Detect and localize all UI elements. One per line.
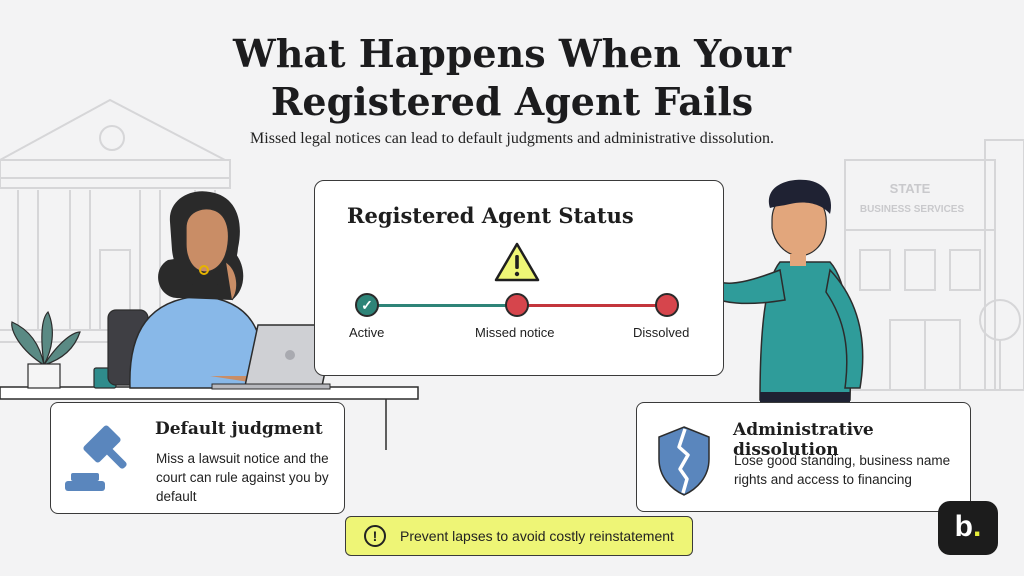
broken-shield-icon [658,426,710,496]
default-judgment-body: Miss a lawsuit notice and the court can … [156,451,329,504]
administrative-dissolution-body: Lose good standing, business name rights… [734,453,951,487]
registered-agent-status-card: Registered Agent Status ✓ Active Missed … [314,180,724,376]
title-line2: Registered Agent Fails [270,79,754,124]
building-sign-line1: STATE [890,181,931,196]
timeline-label-missed-notice: Missed notice [475,325,555,340]
plant-illustration [11,310,81,389]
prevent-lapses-banner: ! Prevent lapses to avoid costly reinsta… [345,516,693,556]
banner-text: Prevent lapses to avoid costly reinstate… [400,528,674,544]
timeline-step-missed-notice [505,293,529,317]
logo-dot: . [972,510,982,543]
status-timeline: ✓ Active Missed notice Dissolved [315,285,725,345]
timeline-step-dissolved [655,293,679,317]
page-subtitle: Missed legal notices can lead to default… [250,130,774,147]
building-sign-line2: BUSINESS SERVICES [860,204,965,215]
timeline-step-active-check-icon: ✓ [355,293,379,317]
warning-triangle-icon [494,242,540,282]
default-judgment-heading: Default judgment [155,419,323,439]
page-title: What Happens When Your Registered Agent … [0,30,1024,126]
woman-illustration [107,191,264,389]
administrative-dissolution-heading: Administrative dissolution [733,420,874,460]
office-building-illustration [844,139,1024,391]
timeline-label-active: Active [349,325,385,340]
laptop-illustration [211,324,336,390]
man-illustration [671,179,864,402]
logo-letter: b [954,510,973,543]
brand-logo: b. [938,501,998,555]
timeline-segment-failed [517,304,667,307]
timeline-segment-active [367,304,517,307]
administrative-dissolution-card: Administrative dissolution Lose good sta… [636,402,971,512]
gavel-icon [65,425,127,491]
timeline-label-dissolved: Dissolved [633,325,690,340]
title-line1: What Happens When Your [233,31,791,76]
exclamation-circle-icon: ! [364,525,386,547]
default-judgment-card: Default judgment Miss a lawsuit notice a… [50,402,345,514]
status-card-title: Registered Agent Status [347,203,634,228]
